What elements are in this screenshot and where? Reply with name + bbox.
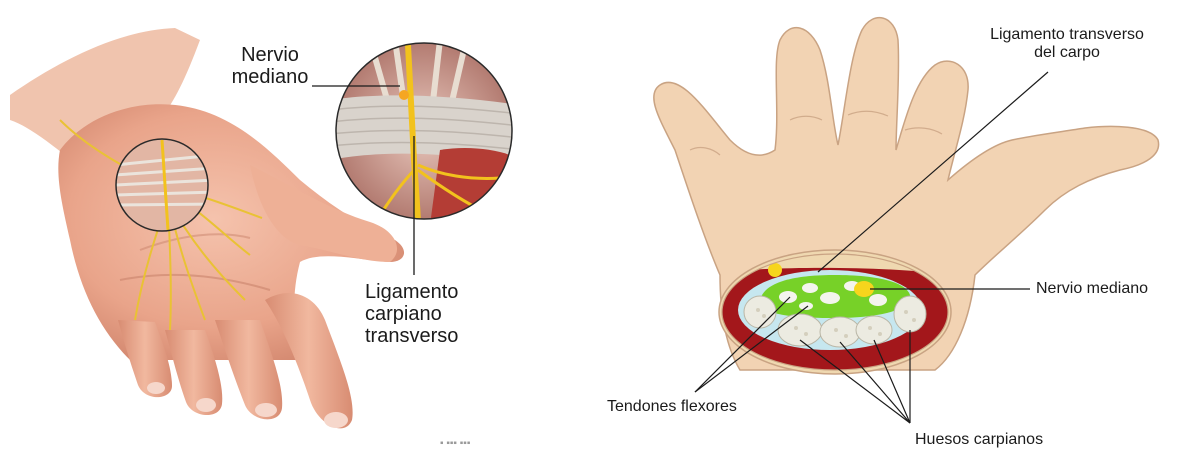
label-transverse-ligament-left: Ligamento carpiano transverso [365, 281, 458, 347]
carpal-bone [778, 314, 822, 346]
label-ligament-line2: carpiano [365, 303, 458, 325]
label-median-nerve-line1: Nervio [228, 44, 312, 66]
label-carpal-ligament-line1: Ligamento transverso [978, 26, 1156, 44]
label-carpal-bones: Huesos carpianos [915, 431, 1043, 449]
watermark-text: ▪ ▪▪▪ ▪▪▪ [440, 438, 470, 449]
carpal-bone [894, 296, 926, 332]
nail-ring [196, 398, 216, 412]
nail-index [324, 412, 348, 428]
label-ligament-line3: transverso [365, 325, 458, 347]
label-flexor-tendons: Tendones flexores [607, 398, 737, 416]
zoom-inset [330, 40, 520, 225]
label-median-nerve-right: Nervio mediano [1036, 280, 1148, 298]
nail-little [147, 382, 165, 394]
label-ligament-line1: Ligamento [365, 281, 458, 303]
label-median-nerve-line2: mediano [228, 66, 312, 88]
label-carpal-ligament-line2: del carpo [978, 44, 1156, 62]
left-hand-illustration [10, 28, 520, 428]
nail-middle [255, 403, 277, 417]
label-median-nerve-left: Nervio mediano [228, 44, 312, 88]
label-transverse-carpal-ligament: Ligamento transverso del carpo [978, 26, 1156, 61]
carpal-bone [744, 296, 776, 328]
carpal-bone [856, 316, 892, 344]
right-hand-illustration [654, 18, 1159, 423]
